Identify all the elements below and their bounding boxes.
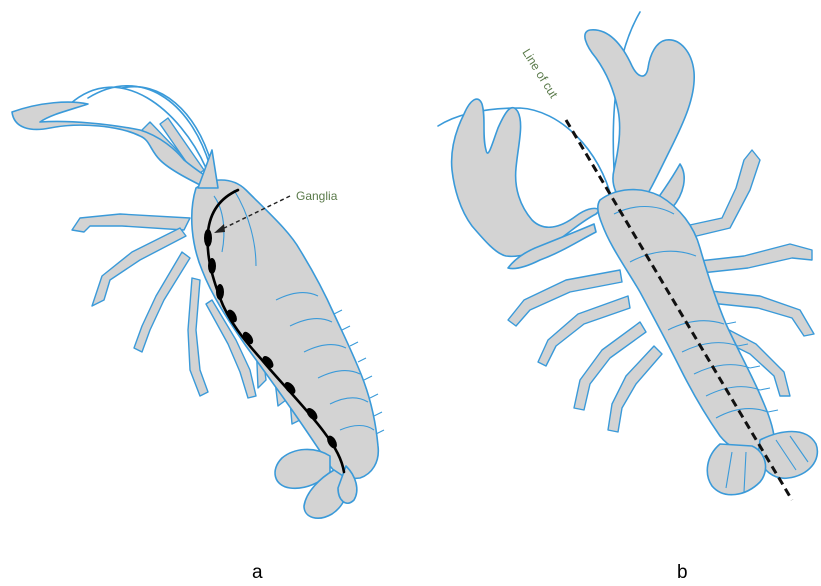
ganglia-annotation: Ganglia — [296, 189, 338, 203]
panel-b-lobster: Line of cut — [438, 12, 817, 500]
panel-label-a: a — [252, 562, 263, 583]
panel-label-b: b — [677, 562, 688, 583]
line-of-cut-annotation: Line of cut — [519, 46, 561, 101]
panel-a-lobster: Ganglia — [12, 86, 384, 518]
